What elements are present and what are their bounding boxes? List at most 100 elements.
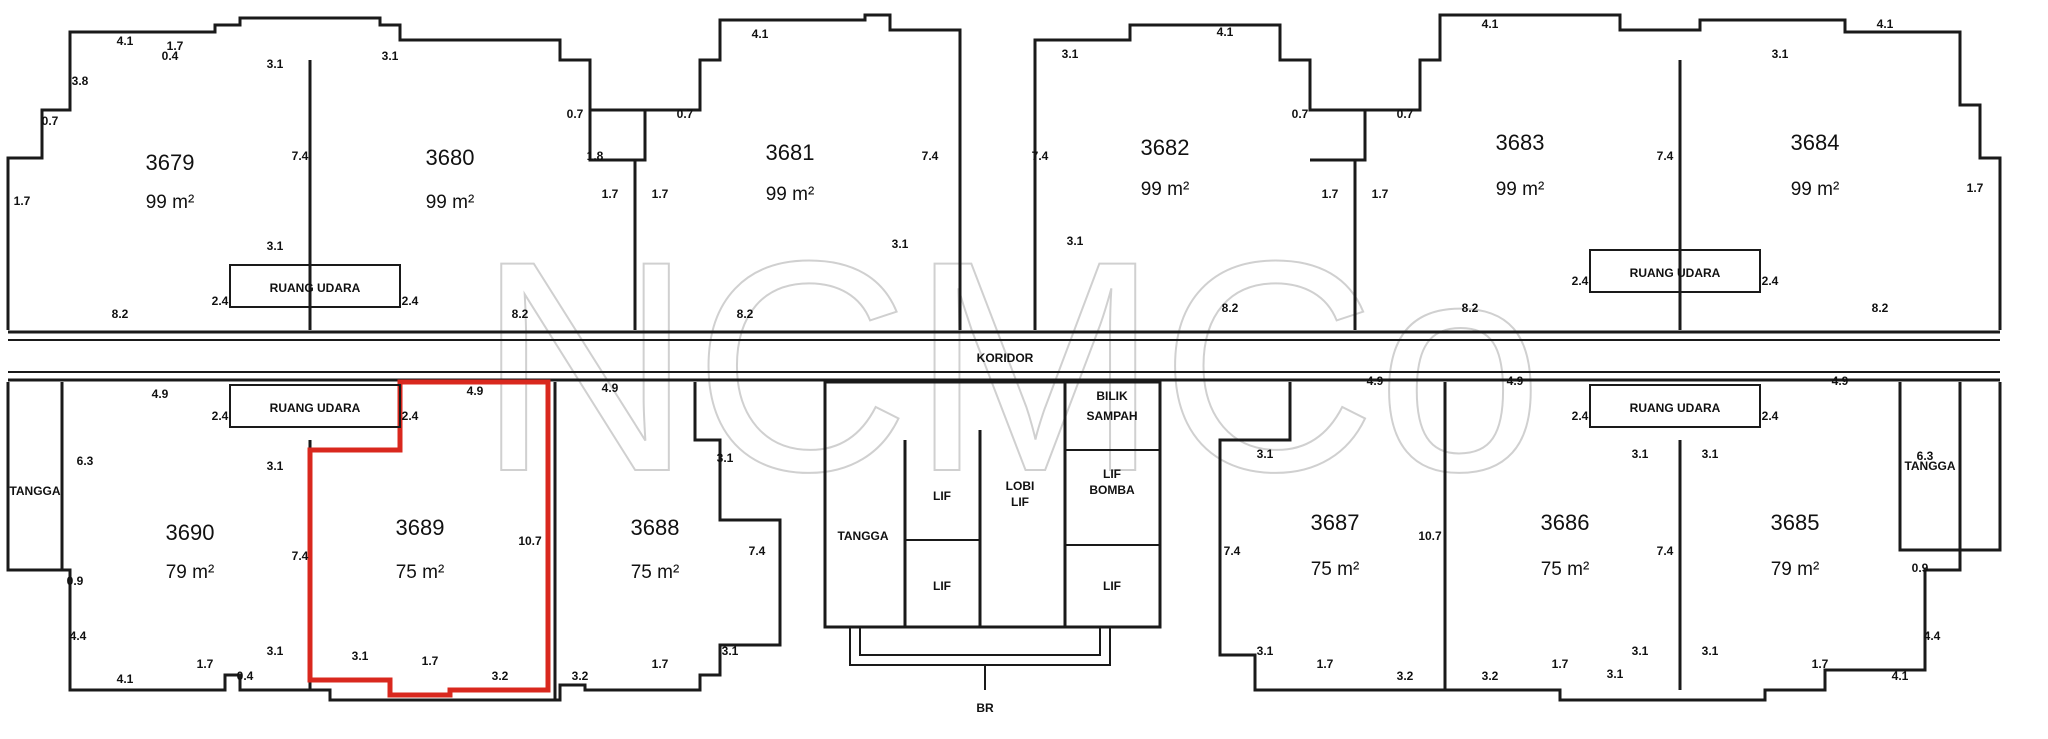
dim-label: 4.9: [1832, 374, 1849, 388]
air-space-label-4: RUANG UDARA: [1630, 401, 1721, 415]
dim-label: 3.1: [722, 644, 739, 658]
dim-label: 1.7: [652, 187, 669, 201]
dim-label: 3.2: [1397, 669, 1414, 683]
dim-label: 0.7: [567, 107, 584, 121]
dim-label: 2.4: [402, 409, 419, 423]
dim-label: 8.2: [1222, 301, 1239, 315]
air-space-label-3: RUANG UDARA: [1630, 266, 1721, 280]
unit-number: 3681: [766, 140, 815, 165]
dim-label: 7.4: [749, 544, 766, 558]
unit-3680[interactable]: 3680 99 m²: [426, 145, 475, 213]
top-right-block: [1033, 13, 2002, 330]
unit-area: 79 m²: [1771, 559, 1820, 580]
dim-label: 1.7: [1322, 187, 1339, 201]
dim-label: 3.1: [1607, 667, 1624, 681]
unit-3686[interactable]: 3686 75 m²: [1541, 510, 1590, 580]
dim-label: 7.4: [1657, 149, 1674, 163]
dim-label: 1.7: [1317, 657, 1334, 671]
dim-label: 4.4: [70, 629, 87, 643]
dim-label: 3.1: [1772, 47, 1789, 61]
dimension-labels: 4.1 1.7 3.1 3.8 0.7 1.7 8.2 3.1 3.1 8.2 …: [14, 17, 1984, 686]
bottom-right-block: [1218, 382, 2002, 702]
dim-label: 8.2: [1462, 301, 1479, 315]
dim-label: 7.4: [922, 149, 939, 163]
corridor-label: KORIDOR: [977, 351, 1034, 365]
unit-number: 3689: [396, 515, 445, 540]
dim-label: 2.4: [1572, 274, 1589, 288]
dim-label: 7.4: [292, 149, 309, 163]
dim-label: 3.2: [492, 669, 509, 683]
bomba-label: BOMBA: [1089, 483, 1135, 497]
bomba-lift-label: LIF: [1103, 467, 1121, 481]
dim-label: 3.1: [1632, 644, 1649, 658]
dim-label: 1.7: [602, 187, 619, 201]
unit-number: 3686: [1541, 510, 1590, 535]
staircase-left-label: TANGGA: [9, 484, 60, 498]
br-label: BR: [976, 701, 994, 715]
dim-label: 6.3: [77, 454, 94, 468]
dim-label: 1.7: [1552, 657, 1569, 671]
air-space-label-1: RUANG UDARA: [270, 281, 361, 295]
dim-label: 1.8: [587, 149, 604, 163]
unit-3684[interactable]: 3684 99 m²: [1791, 130, 1840, 200]
dim-label: 2.4: [402, 294, 419, 308]
dim-label: 2.4: [212, 294, 229, 308]
unit-number: 3679: [146, 150, 195, 175]
dim-label: 0.7: [1292, 107, 1309, 121]
dim-label: 2.4: [212, 409, 229, 423]
bottom-left-block: [6, 382, 782, 702]
dim-label: 0.9: [1912, 561, 1929, 575]
dim-label: 3.1: [267, 57, 284, 71]
dim-label: 7.4: [1224, 544, 1241, 558]
unit-area: 99 m²: [1141, 179, 1190, 200]
dim-label: 3.8: [72, 74, 89, 88]
unit-area: 99 m²: [1791, 179, 1840, 200]
dim-label: 4.9: [602, 381, 619, 395]
unit-area: 75 m²: [1541, 559, 1590, 580]
dim-label: 8.2: [1872, 301, 1889, 315]
dim-label: 6.3: [1917, 449, 1934, 463]
dim-label: 1.7: [14, 194, 31, 208]
unit-number: 3680: [426, 145, 475, 170]
dim-label: 3.1: [267, 239, 284, 253]
dim-label: 4.1: [752, 27, 769, 41]
dim-label: 3.1: [267, 459, 284, 473]
rubbish-label: SAMPAH: [1086, 409, 1137, 423]
dim-label: 3.1: [382, 49, 399, 63]
unit-area: 99 m²: [426, 192, 475, 213]
dim-label: 4.9: [1367, 374, 1384, 388]
dim-label: 0.4: [237, 669, 254, 683]
dim-label: 3.1: [267, 644, 284, 658]
unit-3683[interactable]: 3683 99 m²: [1496, 130, 1545, 200]
dim-label: 7.4: [292, 549, 309, 563]
dim-label: 3.1: [1257, 644, 1274, 658]
unit-area: 99 m²: [1496, 179, 1545, 200]
dim-label: 1.7: [167, 39, 184, 53]
dim-label: 3.2: [572, 669, 589, 683]
dim-label: 0.7: [1397, 107, 1414, 121]
dim-label: 3.2: [1482, 669, 1499, 683]
staircase-right-label: TANGGA: [1904, 459, 1955, 473]
unit-area: 79 m²: [166, 562, 215, 583]
dim-label: 1.7: [1372, 187, 1389, 201]
dim-label: 2.4: [1762, 409, 1779, 423]
dim-label: 1.7: [422, 654, 439, 668]
unit-number: 3684: [1791, 130, 1840, 155]
unit-number: 3683: [1496, 130, 1545, 155]
dim-label: 8.2: [737, 307, 754, 321]
dim-label: 0.4: [162, 49, 179, 63]
dim-label: 4.1: [1482, 17, 1499, 31]
lift-label-2: LIF: [933, 579, 951, 593]
dim-label: 4.1: [1892, 669, 1909, 683]
unit-number: 3687: [1311, 510, 1360, 535]
